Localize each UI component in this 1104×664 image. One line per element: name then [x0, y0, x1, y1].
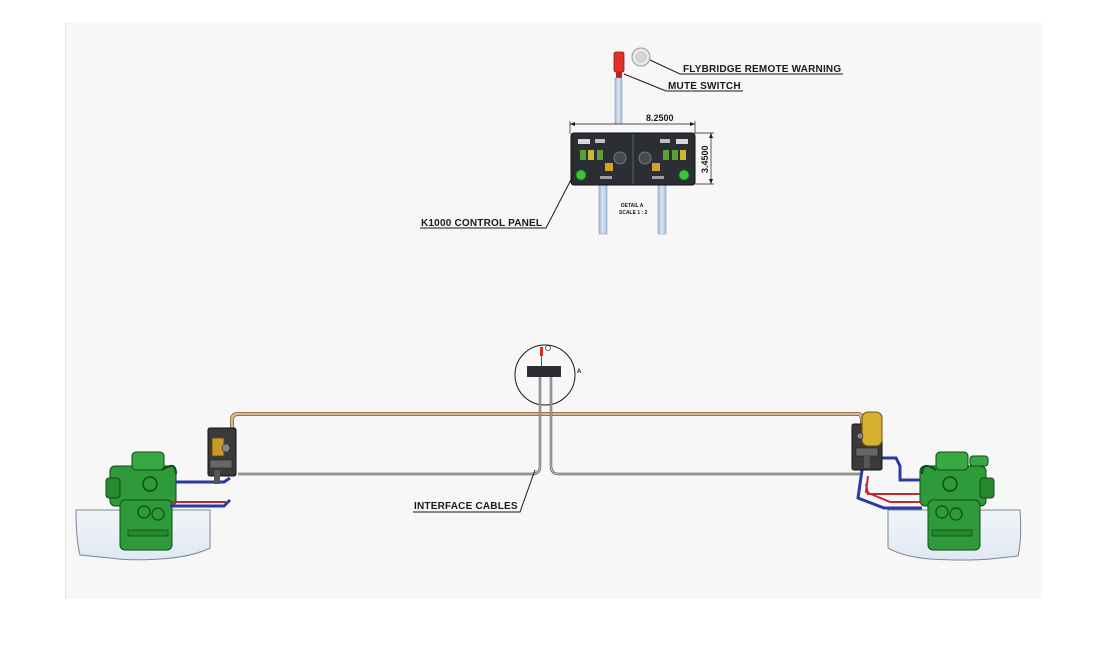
right-generator-unit: [851, 411, 883, 471]
flybridge-remote-warning-label: FLYBRIDGE REMOTE WARNING: [683, 64, 841, 75]
dimension-width-value: 8.2500: [646, 113, 674, 123]
warning-leader: [649, 59, 843, 75]
interface-cables-leader: [413, 469, 536, 513]
detail-a-callout: A: [577, 369, 582, 375]
dimension-height-value: 3.4500: [700, 145, 710, 173]
detail-title: DETAIL A: [621, 203, 644, 209]
right-engine-hoses: [856, 456, 922, 510]
left-engine-hoses: [170, 476, 232, 508]
left-engine: [105, 451, 177, 551]
dimension-width: [569, 121, 696, 134]
mute-leader: [623, 73, 743, 92]
mute-switch-label: MUTE SWITCH: [668, 81, 741, 92]
mute-switch-conduit: [614, 77, 623, 125]
mute-switch-icon: [613, 51, 625, 78]
left-generator-unit: [207, 427, 237, 484]
k1000-control-panel: [570, 132, 696, 186]
flybridge-warning-light-icon: [631, 47, 651, 67]
main-harness-cable: [230, 412, 864, 452]
panel-conduits: [598, 183, 667, 235]
interface-cables-label: INTERFACE CABLES: [414, 501, 518, 512]
control-panel-leader: [420, 171, 576, 229]
right-engine: [919, 451, 995, 551]
interface-cables: [238, 377, 860, 476]
detail-scale: SCALE 1 : 2: [619, 210, 648, 216]
dimension-height: [695, 132, 714, 185]
k1000-control-panel-label: K1000 CONTROL PANEL: [421, 218, 542, 229]
detail-a-circle: [514, 344, 576, 406]
